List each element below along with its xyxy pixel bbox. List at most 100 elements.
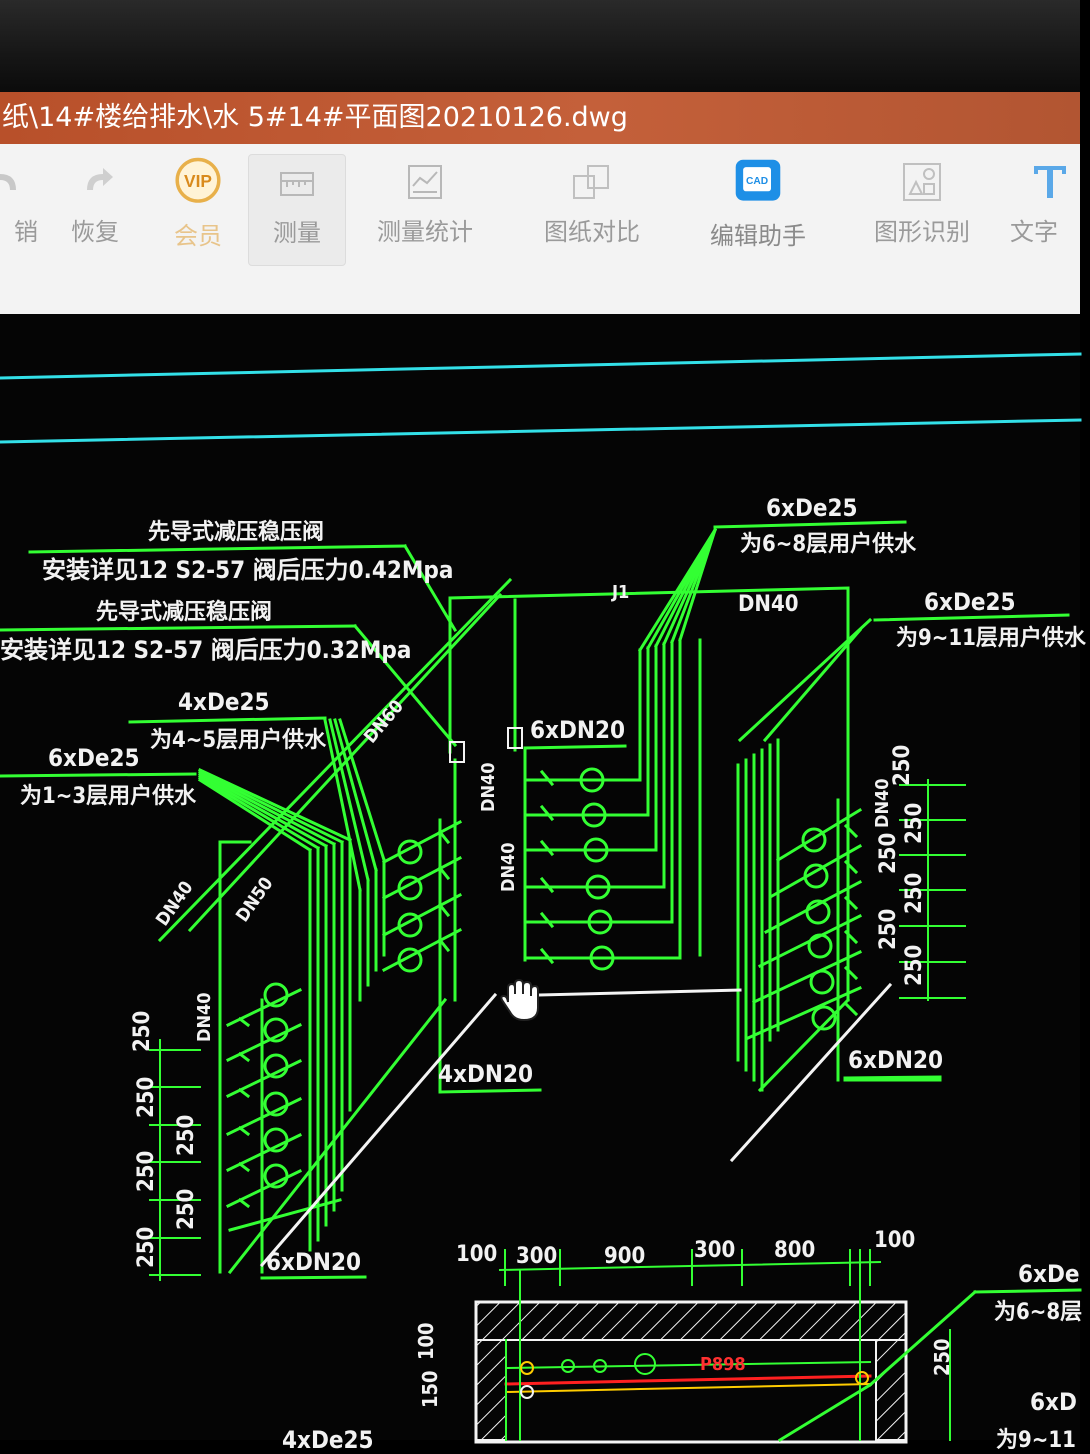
water-meter-icon — [803, 863, 829, 889]
axis-line — [0, 352, 1082, 380]
shape-recognition-button[interactable]: 图形识别 — [860, 154, 984, 264]
water-meter-icon — [805, 899, 831, 925]
plan-dim-100: 100 — [414, 1322, 438, 1360]
dimension-label: 250 — [902, 802, 927, 844]
valve-mark — [237, 1087, 251, 1099]
water-meter-icon — [263, 1053, 289, 1079]
branch-pipe — [752, 950, 862, 1004]
valve-mark — [843, 859, 859, 875]
pipe-size-dn40-c: DN40 — [498, 842, 519, 892]
dimension-label: 250 — [134, 1076, 159, 1118]
plan-riser-desc-1: 为6~8层 — [994, 1300, 1083, 1325]
valve-mark — [437, 829, 451, 845]
valve-mark — [437, 937, 451, 953]
water-meter-icon — [397, 912, 423, 938]
riser-count-1-3: 6xDe25 — [48, 744, 140, 772]
dimension-label: 250 — [876, 832, 901, 874]
branch-pipe — [769, 843, 863, 899]
dimension-label: 250 — [174, 1114, 199, 1156]
branch-pipe — [763, 879, 863, 935]
valve1-title: 先导式减压稳压阀 — [148, 520, 325, 545]
dimension-label: 300 — [516, 1244, 558, 1269]
valve-mark — [237, 1161, 251, 1173]
dimension-line — [498, 1260, 882, 1272]
measure-button[interactable]: 测量 — [248, 154, 346, 266]
text-button[interactable]: 文字 — [1010, 154, 1090, 264]
dimension-label: 250 — [876, 908, 901, 950]
dimension-label: 250 — [174, 1188, 199, 1230]
valve2-note: 安装详见12 S2-57 阀后压力0.32Mpa — [0, 636, 412, 664]
valve-mark — [843, 895, 859, 911]
valve-mark — [539, 911, 555, 929]
edit-assistant-button[interactable]: CAD 编辑助手 — [698, 154, 818, 264]
vip-icon: VIP — [175, 157, 221, 203]
shape-recognition-icon — [903, 163, 941, 201]
valve-mark — [237, 1051, 251, 1063]
branch-pipe — [381, 855, 463, 901]
water-meter-icon — [263, 1127, 289, 1153]
valve-mark — [437, 902, 451, 918]
branch-pipe — [775, 807, 863, 863]
water-meter-icon — [807, 933, 833, 959]
svg-text:CAD: CAD — [746, 176, 768, 187]
edit-assistant-icon: CAD — [735, 159, 781, 201]
riser-count-4-5: 4xDe25 — [178, 688, 270, 716]
water-meter-icon — [397, 947, 423, 973]
dimension-label: 250 — [130, 1010, 155, 1052]
pipe-size-dn40-e: DN40 — [194, 992, 215, 1042]
pipe-system-drawing — [0, 352, 1082, 1444]
water-meter-icon — [809, 969, 835, 995]
riser-desc-6-8: 为6~8层用户供水 — [740, 532, 917, 557]
riser-desc-9-11: 为9~11层用户供水 — [896, 626, 1086, 651]
measure-icon — [280, 172, 314, 196]
valve1-note: 安装详见12 S2-57 阀后压力0.42Mpa — [42, 556, 454, 584]
water-meter-icon — [587, 909, 613, 935]
undo-button[interactable]: 销 — [0, 154, 38, 264]
pipe-size-dn40-b: DN40 — [478, 762, 499, 812]
monitor-bezel — [0, 0, 1080, 92]
dimension-label: 250 — [134, 1150, 159, 1192]
text-icon — [1034, 166, 1066, 198]
branch-pipe — [746, 986, 862, 1040]
drawing-compare-button[interactable]: 图纸对比 — [532, 154, 652, 264]
water-meter-icon — [263, 982, 289, 1008]
water-meter-icon — [397, 839, 423, 865]
plan-riser-count-1: 6xDe — [1018, 1260, 1080, 1288]
branch-size-center: 6xDN20 — [530, 716, 625, 744]
redo-button[interactable]: 恢复 — [60, 154, 130, 264]
water-meter-icon — [581, 802, 607, 828]
dimension-label: 900 — [604, 1244, 646, 1269]
measure-stats-button[interactable]: 测量统计 — [366, 154, 484, 264]
branch-size-bottom: 4xDN20 — [438, 1060, 533, 1088]
valve-mark — [237, 1197, 251, 1209]
svg-text:VIP: VIP — [184, 171, 212, 191]
valve2-title: 先导式减压稳压阀 — [96, 600, 273, 625]
plan-dim-250: 250 — [930, 1338, 954, 1376]
plan-pipe-label: P898 — [700, 1354, 746, 1375]
water-meter-icon — [263, 1017, 289, 1043]
dimension-label: 250 — [890, 744, 915, 786]
vip-member-button[interactable]: VIP 会员 — [160, 154, 236, 264]
branch-pipe — [381, 927, 463, 973]
valve-mark — [237, 1125, 251, 1137]
water-meter-icon — [263, 1091, 289, 1117]
valve-mark — [237, 1016, 251, 1028]
water-meter-icon — [579, 767, 605, 793]
water-meter-icon — [397, 875, 423, 901]
dimension-label: 250 — [902, 872, 927, 914]
pipe-size-top: DN40 — [738, 592, 799, 617]
valve-mark — [843, 965, 859, 981]
measure-stats-icon — [408, 165, 442, 199]
plan-riser-count-2: 6xD — [1030, 1388, 1077, 1416]
valve-mark — [539, 769, 555, 787]
drawing-canvas[interactable]: 先导式减压稳压阀 安装详见12 S2-57 阀后压力0.42Mpa 先导式减压稳… — [0, 314, 1086, 1454]
compare-icon — [573, 165, 609, 199]
riser-desc-1-3: 为1~3层用户供水 — [20, 784, 197, 809]
plan-dim-150: 150 — [418, 1370, 442, 1408]
riser-desc-4-5: 为4~5层用户供水 — [150, 728, 327, 753]
water-meter-icon — [263, 1163, 289, 1189]
dimension-label: 800 — [774, 1238, 816, 1263]
valve-mark — [843, 823, 859, 839]
window-title-bar: 纸\14#楼给排水\水 5#14#平面图20210126.dwg — [0, 92, 1080, 144]
